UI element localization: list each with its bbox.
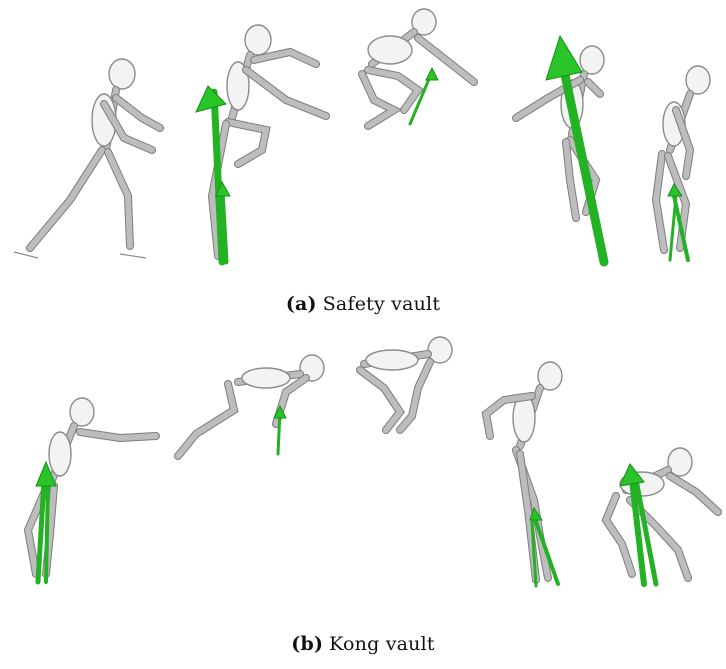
skeleton-pose-b2: [174, 354, 325, 460]
panel-label-a: (a): [285, 293, 317, 315]
safety-vault-illustration: [13, 8, 711, 267]
skeleton-pose-3: [358, 8, 478, 130]
skeleton-pose-b1: [23, 397, 160, 585]
panel-label-b: (b): [291, 633, 324, 655]
caption-text-b: Kong vault: [329, 633, 435, 655]
skeleton-pose-b4: [481, 361, 563, 588]
skeleton-pose-5: [651, 65, 711, 262]
skeleton-pose-b3: [356, 336, 453, 434]
panel-safety-vault: [0, 0, 726, 300]
skeleton-pose-b5: [601, 447, 722, 587]
skeleton-pose-2: [195, 24, 330, 266]
caption-text-a: Safety vault: [322, 293, 441, 315]
caption-safety-vault: (a)Safety vault: [0, 293, 726, 315]
skeleton-pose-4: [512, 34, 609, 267]
caption-kong-vault: (b)Kong vault: [0, 633, 726, 655]
panel-kong-vault: [0, 330, 726, 620]
kong-vault-illustration: [23, 336, 722, 588]
skeleton-pose-1: [13, 58, 164, 259]
